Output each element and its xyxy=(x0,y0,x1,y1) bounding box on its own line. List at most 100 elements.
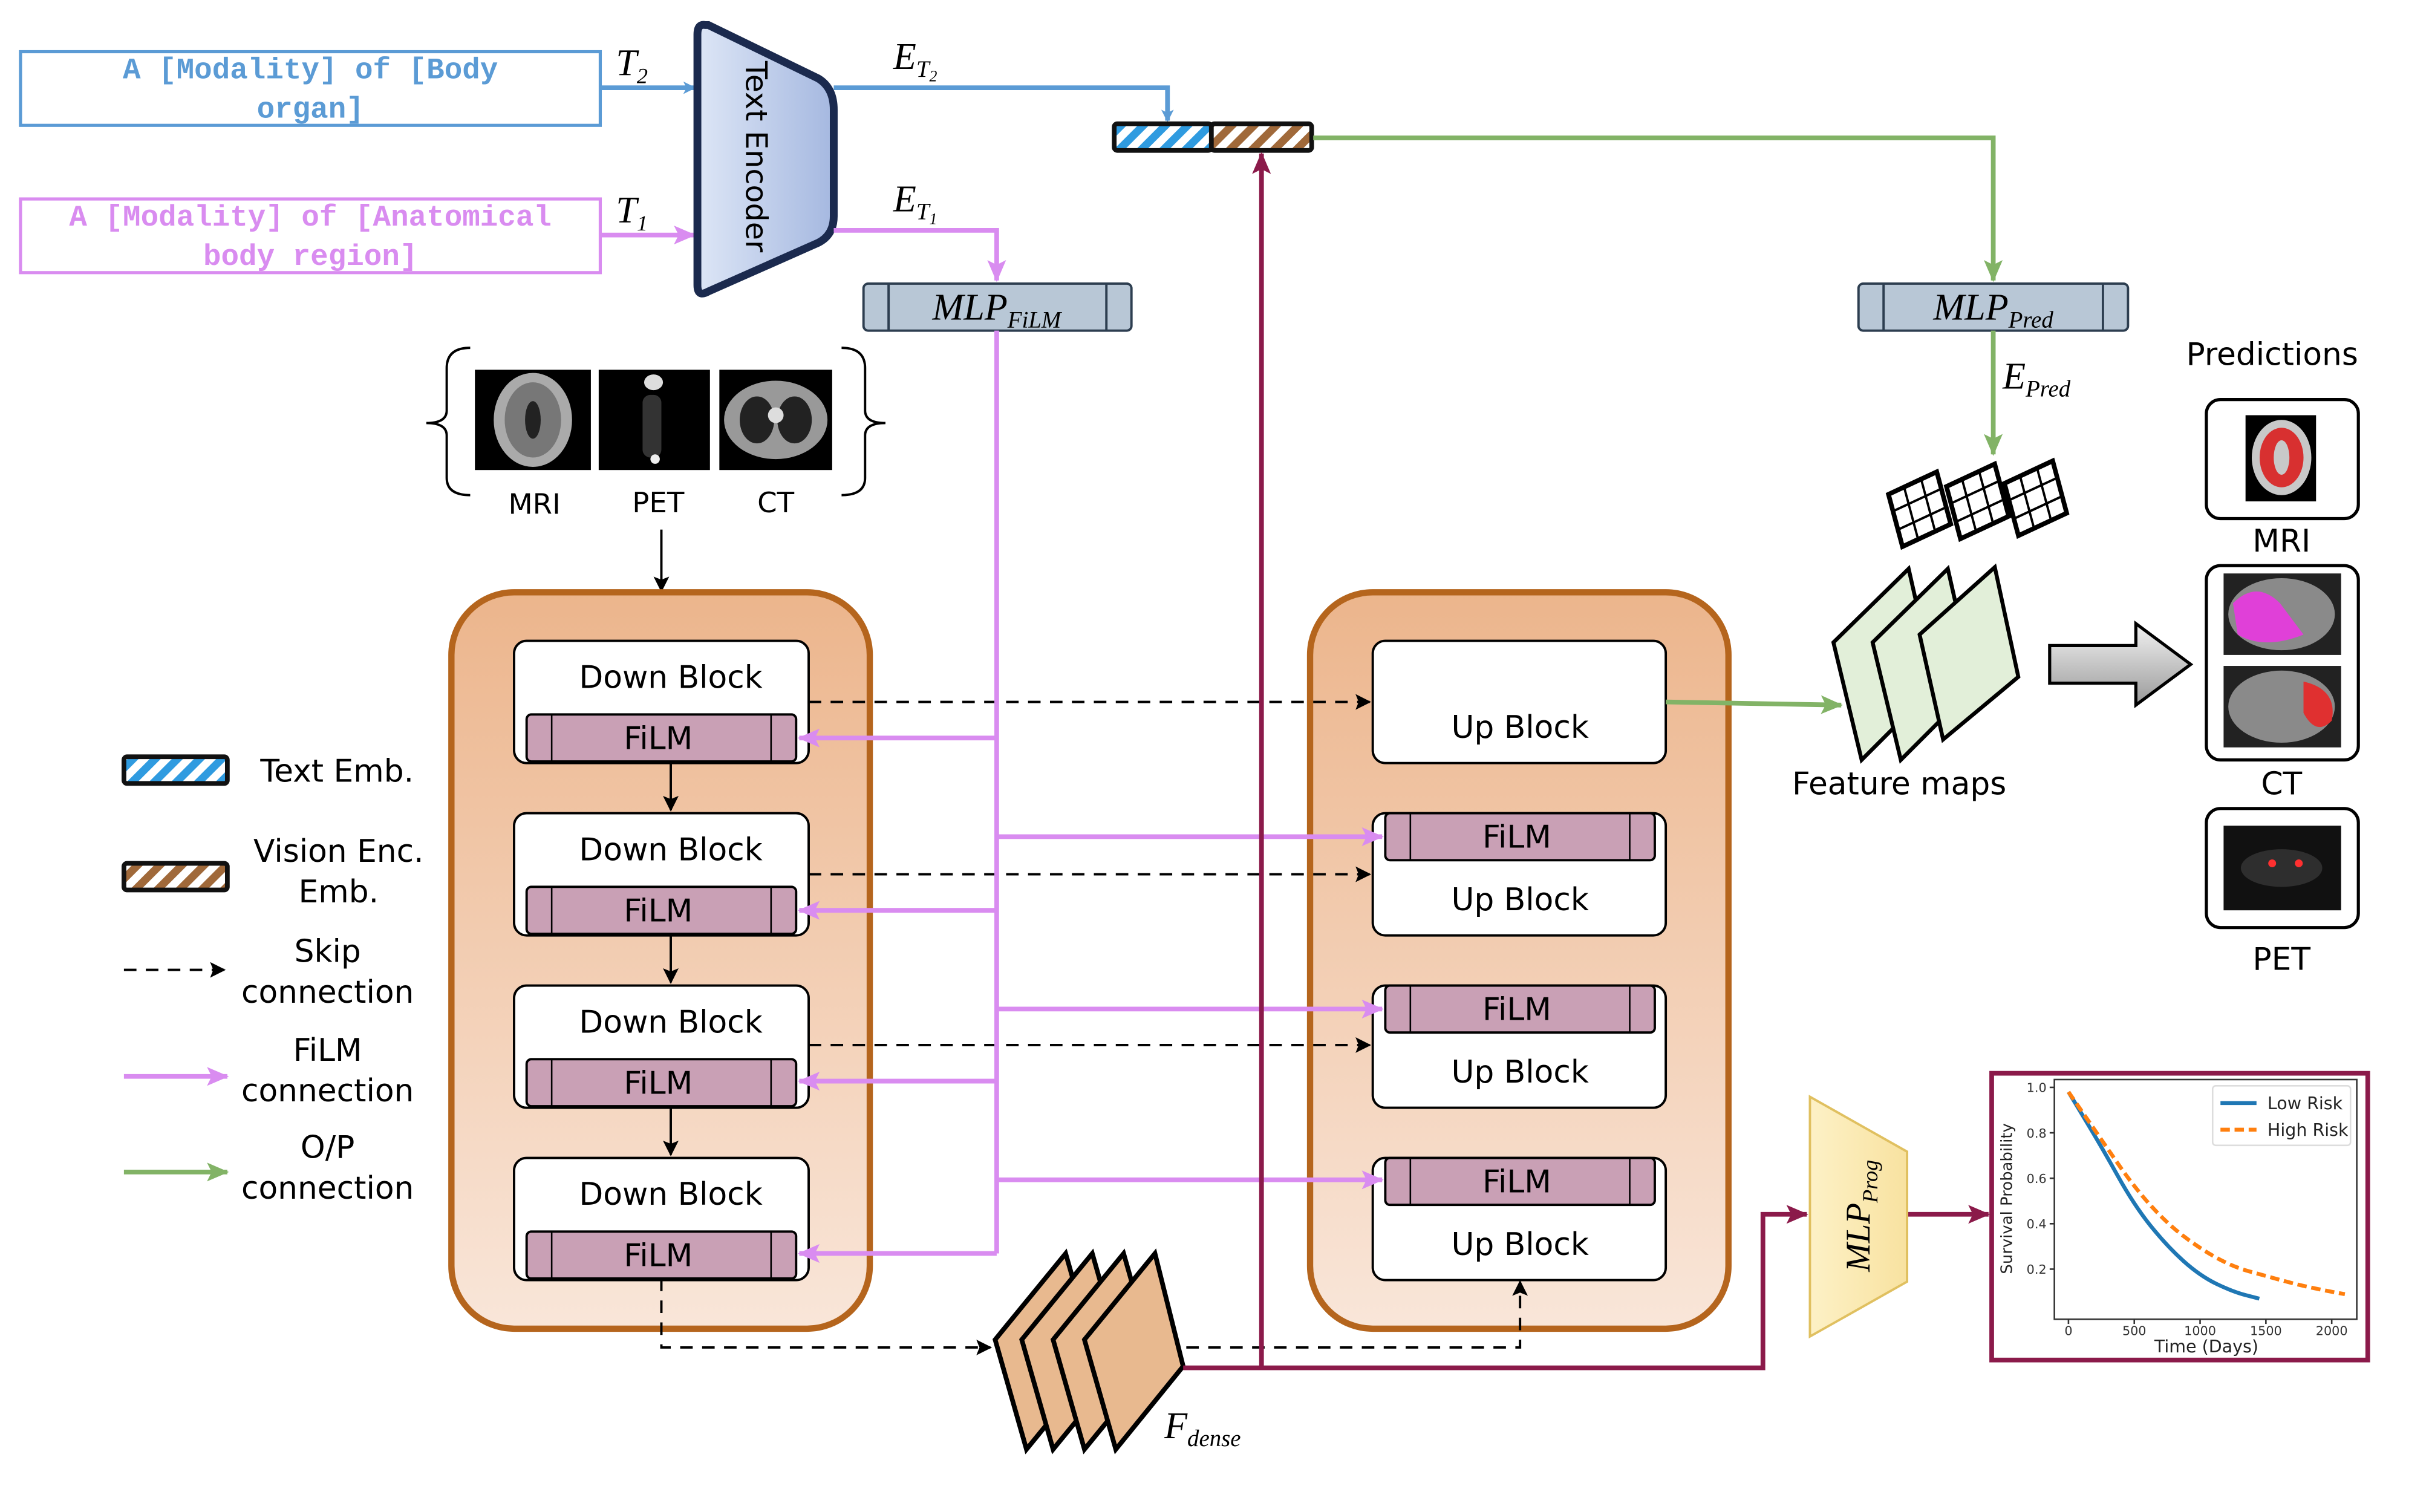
skip-connection-to-dense xyxy=(660,1278,993,1355)
x-tick-label: 0 xyxy=(2064,1323,2072,1338)
dense-to-mlp-prog xyxy=(1183,1205,1808,1370)
film-layer: FiLM xyxy=(525,1058,798,1107)
plot-axes xyxy=(2053,1078,2358,1320)
film-label: FiLM xyxy=(624,1065,693,1101)
film-layer: FiLM xyxy=(1384,1156,1656,1207)
et2-connection xyxy=(833,85,1174,123)
film-label: FiLM xyxy=(1482,992,1551,1028)
y-tick-label: 0.8 xyxy=(2027,1126,2047,1141)
up-block-4: Up Block FiLM xyxy=(1371,1156,1668,1282)
up-block-label: Up Block xyxy=(1452,709,1589,746)
mlp-pred-label: MLPPred xyxy=(1932,287,2053,333)
prognosis-connections xyxy=(1183,152,1990,1370)
region-prompt-line1: A [Modality] of [Anatomical xyxy=(69,201,551,235)
skip-connection-dense-to-up xyxy=(1186,1280,1528,1349)
film-layer: FiLM xyxy=(525,713,798,763)
film-layer: FiLM xyxy=(1384,812,1656,862)
down-block-label: Down Block xyxy=(579,659,762,696)
fdense-label: Fdense xyxy=(1164,1406,1241,1452)
concatenated-embedding xyxy=(1112,121,1314,153)
organ-prompt-line1: A [Modality] of [Body xyxy=(123,54,498,88)
legend-skip-1: Skip xyxy=(295,934,361,970)
film-label: FiLM xyxy=(1482,1164,1551,1201)
t1-label: T1 xyxy=(616,190,648,235)
mlp-prog-label: MLPProg xyxy=(1839,1160,1882,1272)
film-connections xyxy=(797,330,1384,1263)
film-label: FiLM xyxy=(624,893,693,929)
y-tick-label: 1.0 xyxy=(2027,1081,2047,1095)
x-tick-label: 1000 xyxy=(2184,1323,2216,1338)
mlp-prog: MLPProg xyxy=(1808,1095,1909,1339)
text-embedding-bar xyxy=(1112,121,1214,153)
dense-features xyxy=(993,1248,1186,1455)
organ-prompt-box: A [Modality] of [Body organ] xyxy=(19,50,602,127)
legend-film-1: FiLM xyxy=(293,1032,362,1069)
vision-embedding-bar xyxy=(1208,121,1314,153)
region-prompt-box: A [Modality] of [Anatomical body region] xyxy=(19,197,602,275)
film-label: FiLM xyxy=(624,720,693,757)
plot-xlabel: Time (Days) xyxy=(2154,1337,2258,1357)
prediction-ct: CT xyxy=(2205,564,2360,802)
mlp-pred: MLPPred xyxy=(1857,282,2130,333)
pet-input-image xyxy=(598,370,710,471)
right-brace xyxy=(841,347,885,497)
predictions-title: Predictions xyxy=(2186,337,2358,373)
series-line-high-risk xyxy=(2067,1090,2346,1296)
text-encoder-label: Text Encoder xyxy=(738,60,774,253)
up-block-to-feature-maps xyxy=(1666,695,1843,714)
mlp-film: MLPFiLM xyxy=(862,282,1133,333)
film-label: FiLM xyxy=(624,1237,693,1274)
x-tick-label: 500 xyxy=(2122,1323,2147,1338)
prediction-arrow xyxy=(2048,620,2194,708)
region-prompt-line2: body region] xyxy=(203,240,417,274)
x-tick-label: 2000 xyxy=(2316,1323,2348,1338)
modality-label-ct: CT xyxy=(757,486,795,519)
up-block-2: Up Block FiLM xyxy=(1371,812,1668,937)
left-brace xyxy=(426,347,471,497)
film-layer: FiLM xyxy=(1384,984,1656,1034)
down-block-label: Down Block xyxy=(579,1004,762,1040)
et1-label: ET1 xyxy=(893,179,937,228)
film-label: FiLM xyxy=(1482,820,1551,856)
legend-high-risk: High Risk xyxy=(2268,1120,2349,1140)
legend-op-2: connection xyxy=(241,1170,414,1207)
up-block-label: Up Block xyxy=(1452,1054,1589,1090)
mri-input-image xyxy=(475,370,591,471)
down-block-label: Down Block xyxy=(579,832,762,868)
film-layer: FiLM xyxy=(525,885,798,935)
ct-input-image xyxy=(719,370,832,471)
up-block-1: Up Block xyxy=(1371,639,1668,764)
feature-maps-stack xyxy=(1831,563,2021,764)
series-line-low-risk xyxy=(2067,1090,2260,1301)
prediction-pet: PET xyxy=(2205,807,2360,978)
y-tick-label: 0.2 xyxy=(2027,1262,2047,1277)
prediction-ct-label: CT xyxy=(2261,766,2302,802)
up-block-3: Up Block FiLM xyxy=(1371,984,1668,1109)
plot-ylabel: Survival Probability xyxy=(1998,1123,2017,1274)
legend-text-emb-swatch xyxy=(122,754,230,786)
prediction-pet-label: PET xyxy=(2252,942,2310,978)
up-block-label: Up Block xyxy=(1452,882,1589,918)
legend-low-risk: Low Risk xyxy=(2268,1093,2343,1113)
down-block-label: Down Block xyxy=(579,1176,762,1213)
legend-vision-emb-1: Vision Enc. xyxy=(253,833,424,870)
legend-skip-2: connection xyxy=(241,974,414,1011)
legend-text-emb: Text Emb. xyxy=(259,754,414,790)
skip-connections xyxy=(660,694,1528,1355)
up-block-label: Up Block xyxy=(1452,1227,1589,1263)
film-parameter-grids xyxy=(1885,457,2070,550)
embedding-to-mlp-pred-connection xyxy=(1313,135,2003,282)
feature-maps-label: Feature maps xyxy=(1792,766,2006,802)
t2-label: T2 xyxy=(616,42,648,88)
legend-vision-emb-2: Emb. xyxy=(299,874,379,910)
et2-label: ET2 xyxy=(893,36,937,85)
text-encoder: Text Encoder xyxy=(693,21,838,298)
plot-legend: Low Risk High Risk xyxy=(2211,1085,2352,1147)
